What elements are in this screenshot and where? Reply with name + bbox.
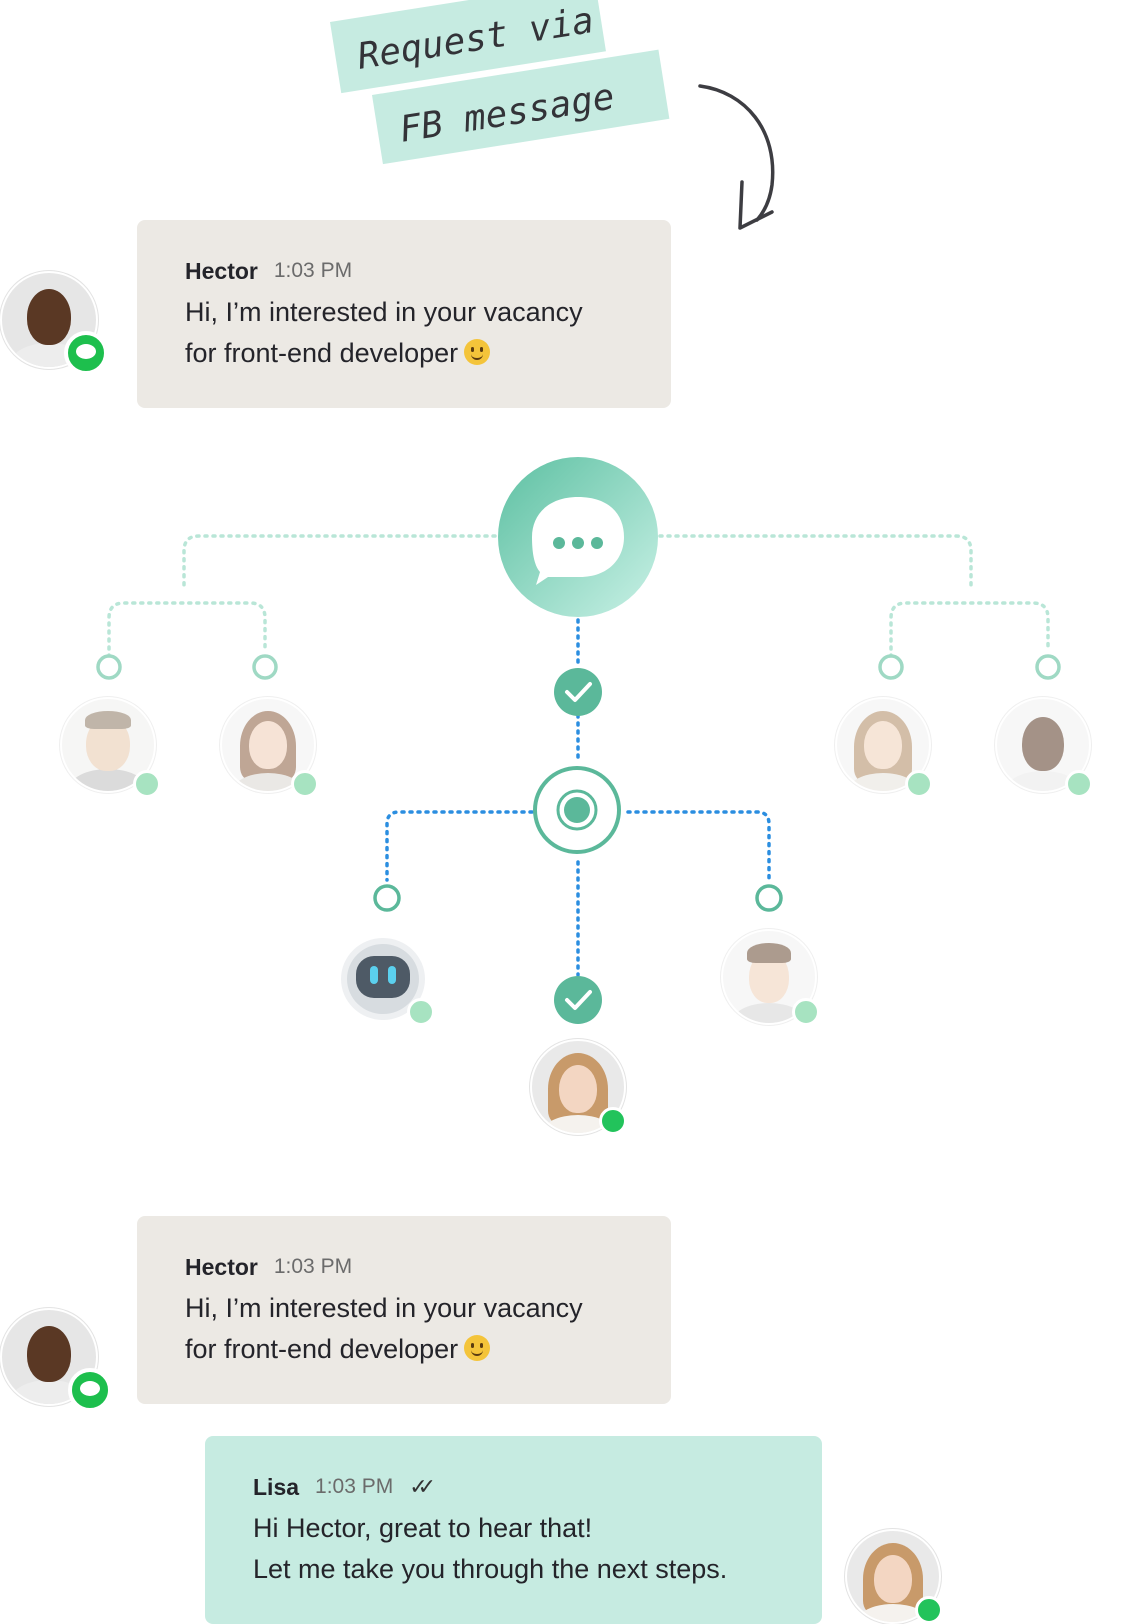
message-line: for front-end developer bbox=[185, 338, 459, 368]
chat-hub bbox=[498, 457, 658, 617]
message-time: 1:03 PM bbox=[273, 1255, 353, 1278]
message-line: Hi, I’m interested in your vacancy bbox=[185, 297, 583, 327]
avatar-agent-young-man bbox=[721, 929, 817, 1025]
message-hector-2: Hector 1:03 PM Hi, I’m interested in you… bbox=[137, 1216, 671, 1404]
chat-bubble-icon bbox=[532, 497, 624, 585]
message-sender: Hector bbox=[185, 1253, 258, 1280]
messenger-icon bbox=[64, 331, 108, 375]
smiley-emoji-icon bbox=[464, 1335, 491, 1361]
connector-hub-left bbox=[182, 534, 497, 592]
double-check-icon: ✓✓ bbox=[409, 1474, 436, 1499]
message-time: 1:03 PM bbox=[273, 259, 353, 282]
node-right-1 bbox=[878, 654, 904, 680]
avatar-lisa-routed bbox=[530, 1039, 626, 1135]
node-left-1 bbox=[96, 654, 122, 680]
status-dot bbox=[291, 770, 319, 798]
message-line: Hi Hector, great to hear that! bbox=[253, 1513, 593, 1543]
status-dot-online bbox=[599, 1107, 627, 1135]
connector-target-left bbox=[385, 810, 534, 882]
connector-left-pair bbox=[107, 601, 267, 667]
message-time: 1:03 PM bbox=[315, 1475, 394, 1498]
status-dot bbox=[1065, 770, 1093, 798]
message-line: Let me take you through the next steps. bbox=[253, 1554, 728, 1584]
smiley-emoji-icon bbox=[464, 339, 491, 365]
node-right-2 bbox=[1035, 654, 1061, 680]
messenger-icon bbox=[68, 1368, 112, 1412]
curved-arrow-icon bbox=[698, 84, 775, 230]
message-line: for front-end developer bbox=[185, 1334, 459, 1364]
status-dot bbox=[133, 770, 161, 798]
connector-target-right bbox=[626, 810, 771, 882]
avatar-lisa bbox=[845, 1529, 941, 1624]
status-dot-online bbox=[915, 1596, 943, 1624]
connector-hub-right bbox=[658, 534, 973, 592]
message-lisa: Lisa 1:03 PM ✓✓ Hi Hector, great to hear… bbox=[205, 1436, 822, 1624]
message-line: Hi, I’m interested in your vacancy bbox=[185, 1293, 583, 1323]
message-sender: Lisa bbox=[253, 1473, 300, 1500]
node-agent-right bbox=[755, 884, 783, 912]
node-left-2 bbox=[252, 654, 278, 680]
message-sender: Hector bbox=[185, 257, 258, 284]
status-dot bbox=[407, 998, 435, 1026]
node-bot bbox=[373, 884, 401, 912]
avatar-agent-man bbox=[995, 697, 1091, 793]
status-dot bbox=[905, 770, 933, 798]
check-icon bbox=[554, 976, 602, 1024]
bot-icon bbox=[343, 938, 423, 1018]
target-icon bbox=[533, 766, 621, 854]
check-icon bbox=[554, 668, 602, 716]
status-dot bbox=[792, 998, 820, 1026]
message-hector-1: Hector 1:03 PM Hi, I’m interested in you… bbox=[137, 220, 671, 408]
connector-right-pair bbox=[889, 601, 1050, 667]
